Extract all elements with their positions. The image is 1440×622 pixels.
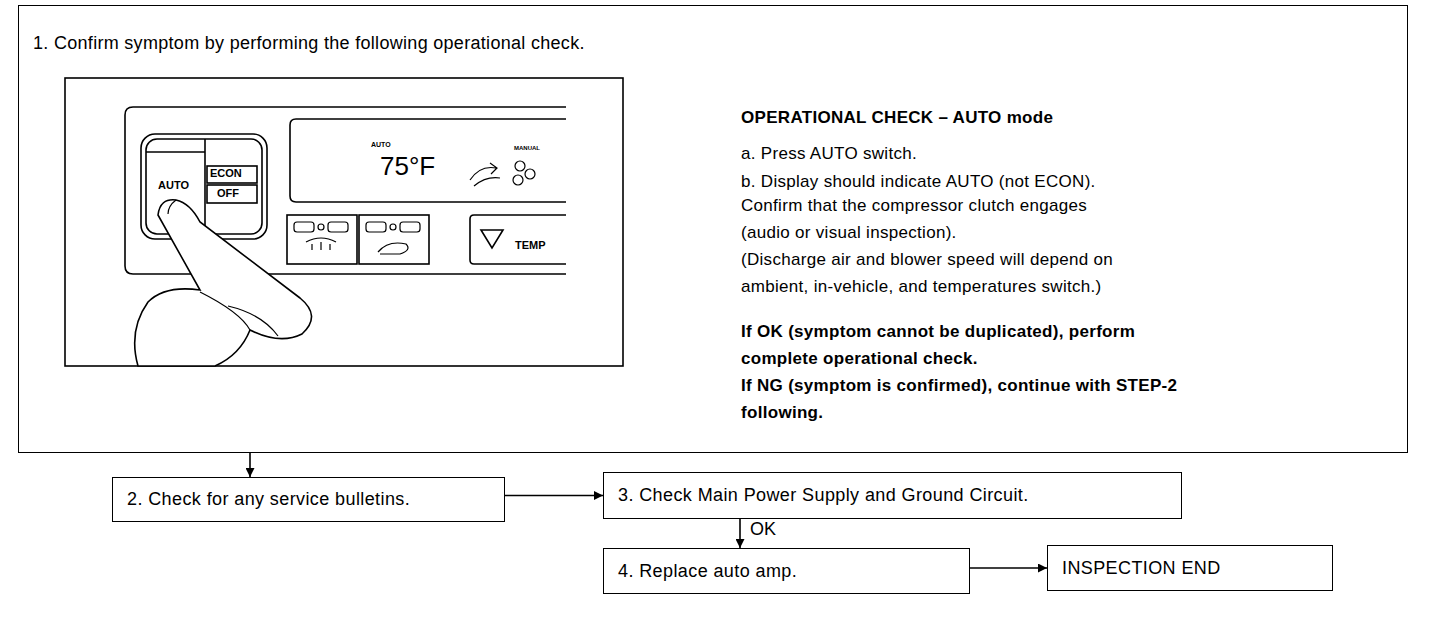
panel-label: ECON [210, 168, 242, 179]
edge-label: OK [748, 520, 778, 538]
button-group [141, 134, 267, 239]
down-triangle [481, 230, 503, 248]
econ-button [207, 166, 257, 183]
check-text: If OK (symptom cannot be duplicated), pe… [741, 318, 1186, 372]
process-box: 4. Replace auto amp. [603, 548, 970, 594]
step-text: 4. Replace auto amp. [618, 561, 797, 582]
temp-button [470, 215, 566, 264]
step-text: 3. Check Main Power Supply and Ground Ci… [618, 485, 1029, 506]
panel-label: 75°F [380, 153, 435, 179]
button-divider [146, 151, 205, 153]
check-text: (Discharge air and blower speed will dep… [741, 246, 1113, 300]
defrost-button [287, 215, 357, 264]
flow-arrow [505, 495, 603, 497]
illustration-frame [65, 78, 623, 366]
flow-arrow [249, 453, 251, 477]
process-box: 2. Check for any service bulletins. [112, 477, 505, 522]
step-panel: 1. Confirm symptom by performing the fol… [18, 5, 1408, 453]
step-heading: 1. Confirm symptom by performing the fol… [33, 30, 585, 57]
check-text: If NG (symptom is confirmed), continue w… [741, 372, 1221, 426]
flow-arrow [970, 567, 1047, 569]
off-button [207, 185, 257, 203]
step-text: INSPECTION END [1062, 558, 1221, 579]
process-box: 3. Check Main Power Supply and Ground Ci… [603, 472, 1182, 519]
check-text: b. Display should indicate AUTO (not ECO… [741, 168, 1096, 195]
pressing-hand [135, 200, 312, 366]
recirc-button [359, 215, 429, 264]
check-text: Confirm that the compressor clutch engag… [741, 192, 1131, 246]
button-icons [294, 161, 535, 254]
panel-label: AUTO [371, 141, 391, 148]
check-text: a. Press AUTO switch. [741, 140, 917, 167]
panel-label: AUTO [158, 180, 189, 191]
panel-label: MANUAL [514, 145, 540, 151]
display-window [290, 119, 566, 202]
finger-lines [168, 200, 278, 336]
button-divider [204, 139, 206, 234]
flow-arrow [739, 519, 741, 548]
panel-label: OFF [217, 188, 239, 199]
step-text: 2. Check for any service bulletins. [127, 489, 410, 510]
panel-label: TEMP [515, 240, 546, 251]
end-box: INSPECTION END [1047, 545, 1333, 591]
check-title: OPERATIONAL CHECK – AUTO mode [741, 104, 1053, 131]
